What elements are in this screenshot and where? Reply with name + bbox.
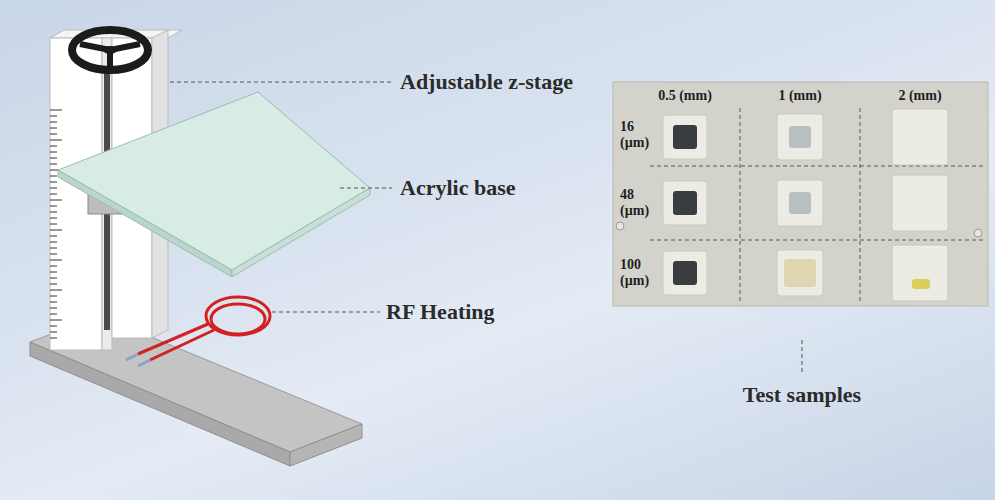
scale-tick (50, 338, 57, 339)
row-header: 16 (µm) (620, 119, 660, 151)
part-label: Adjustable z-stage (400, 69, 573, 95)
sample-square (663, 115, 707, 159)
row-header: 100 (µm) (620, 257, 660, 289)
sample-square (663, 251, 707, 295)
column-header: 2 (mm) (898, 88, 941, 104)
handwheel-hub (103, 46, 117, 54)
scale-tick (50, 158, 57, 159)
scale-tick (50, 278, 57, 279)
scale-tick (50, 182, 57, 183)
acrylic-plate-edge (58, 170, 232, 277)
scale-tick (50, 140, 62, 141)
scale-tick (50, 302, 57, 303)
scale-tick (50, 332, 57, 333)
sample-square (777, 250, 823, 296)
sample-square (663, 181, 707, 225)
scale-tick (50, 176, 57, 177)
scale-tick (50, 224, 57, 225)
scale-ticks (50, 110, 62, 338)
scale-tick (50, 260, 62, 261)
scale-tick (50, 146, 57, 147)
caption-label: Test samples (743, 382, 861, 408)
scale-tick (50, 152, 57, 153)
scale-tick (50, 242, 57, 243)
scale-tick (50, 248, 57, 249)
coil-leads (126, 354, 150, 366)
sample-residue (784, 259, 816, 287)
grid-lines (650, 108, 985, 302)
scale-tick (50, 188, 57, 189)
handwheel-spokes (80, 44, 140, 68)
scale-tick (50, 236, 57, 237)
scale-tick (50, 218, 57, 219)
scale-tick (50, 122, 57, 123)
part-label: RF Heating (386, 299, 495, 325)
scale-tick (50, 254, 57, 255)
scale-tick (50, 326, 57, 327)
scale-tick (50, 110, 62, 111)
scale-tick (50, 212, 57, 213)
scale-tick (50, 230, 62, 231)
scale-tick (50, 206, 57, 207)
scale-tick (50, 200, 62, 201)
sample-film (789, 192, 811, 214)
scale-tick (50, 290, 62, 291)
scale-tick (50, 194, 57, 195)
scale-tick (50, 266, 57, 267)
sample-square (892, 175, 948, 231)
scale-tick (50, 284, 57, 285)
scale-tick (50, 308, 57, 309)
photo-pin (974, 229, 982, 237)
scale-tick (50, 134, 57, 135)
rf-coil (138, 297, 270, 360)
part-label: Acrylic base (400, 175, 515, 201)
acrylic-plate (58, 92, 370, 270)
acrylic-plate-edge (232, 188, 370, 277)
column-header: 0.5 (mm) (658, 88, 712, 104)
row-header: 48 (µm) (620, 187, 660, 219)
sample-square (892, 109, 948, 165)
sample-film (673, 125, 697, 149)
sample-film (673, 191, 697, 215)
scale-tick (50, 116, 57, 117)
sample-film (789, 126, 811, 148)
scale-tick (50, 320, 62, 321)
scale-tick (50, 164, 57, 165)
stand-base-side (290, 424, 362, 466)
sample-photo (613, 82, 988, 306)
scale-tick (50, 272, 57, 273)
sample-square (777, 180, 823, 226)
handwheel (72, 30, 148, 70)
stand-base-side (30, 342, 290, 466)
column-header: 1 (mm) (778, 88, 821, 104)
scale-tick (50, 296, 57, 297)
samples (663, 109, 948, 301)
scale-tick (50, 314, 57, 315)
sample-square (777, 114, 823, 160)
scale-tick (50, 128, 57, 129)
sample-film (673, 261, 697, 285)
sample-residue (912, 279, 930, 289)
sample-square (892, 245, 948, 301)
photo-pin (616, 222, 624, 230)
